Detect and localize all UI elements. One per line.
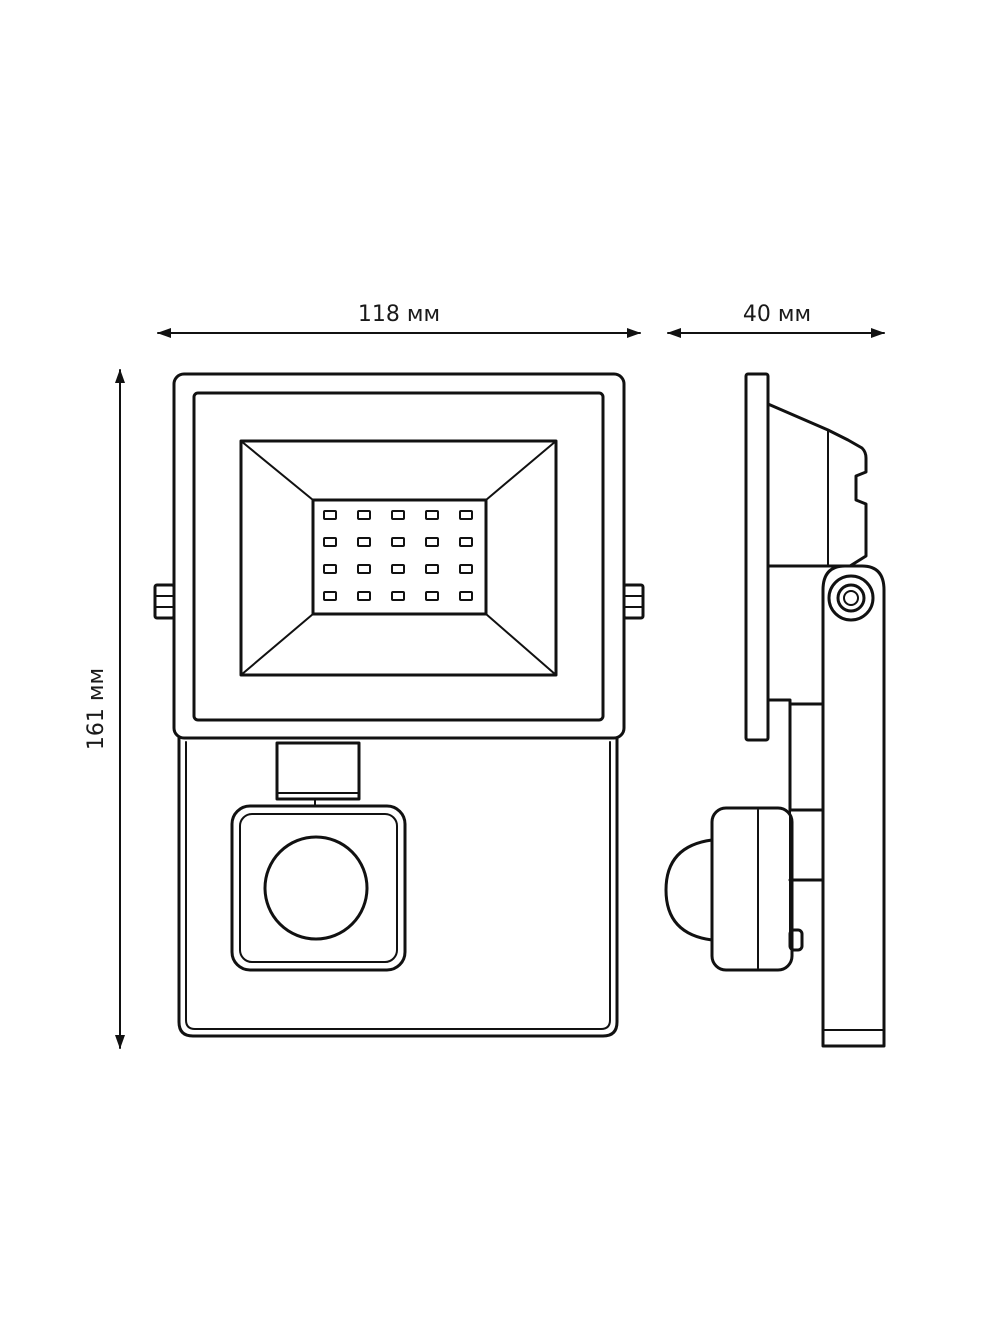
led-chip	[323, 591, 337, 601]
side-sensor-arm	[788, 702, 825, 882]
led-chip	[391, 591, 405, 601]
motion-sensor-lens	[263, 835, 369, 941]
led-chip	[357, 537, 371, 547]
led-chip	[323, 510, 337, 520]
housing-frame	[172, 372, 626, 740]
side-sensor-housing	[710, 806, 794, 972]
led-chip	[425, 591, 439, 601]
led-chip	[323, 564, 337, 574]
led-chip	[391, 537, 405, 547]
sensor-stem	[275, 741, 361, 801]
mounting-bracket	[177, 736, 619, 1038]
depth-dimension-label: 40 мм	[743, 302, 811, 327]
led-board	[311, 498, 488, 616]
led-chip	[425, 537, 439, 547]
width-dimension: 118 мм	[157, 302, 641, 338]
side-sensor-dome	[664, 838, 714, 942]
reflector-bevel	[240, 440, 557, 676]
led-chip	[425, 510, 439, 520]
width-dimension-label: 118 мм	[358, 302, 440, 327]
motion-sensor-inner	[239, 813, 398, 963]
led-chip	[323, 537, 337, 547]
led-chip	[391, 564, 405, 574]
side-bracket-arm	[821, 564, 886, 1048]
led-chip	[425, 564, 439, 574]
led-chip	[357, 591, 371, 601]
led-chip	[459, 564, 473, 574]
height-dimension: 161 мм	[84, 369, 125, 1049]
side-sensor-knob	[788, 928, 804, 952]
led-chip	[459, 537, 473, 547]
led-chip	[357, 564, 371, 574]
depth-dimension: 40 мм	[667, 302, 885, 338]
lens-window	[239, 439, 558, 677]
bracket-inner-edge	[185, 741, 611, 1030]
led-chip	[459, 591, 473, 601]
side-heatsink-body	[766, 402, 868, 568]
led-chip	[357, 510, 371, 520]
right-mount-nut	[622, 583, 645, 620]
front-view	[153, 372, 645, 1038]
led-grid	[323, 510, 473, 601]
led-chip	[391, 510, 405, 520]
front-bezel	[192, 391, 605, 722]
left-mount-nut	[153, 583, 176, 620]
led-chip	[459, 510, 473, 520]
side-front-plate	[744, 372, 770, 742]
side-housing-lower	[766, 564, 825, 706]
pivot-bolt	[827, 574, 875, 622]
height-dimension-label: 161 мм	[84, 668, 109, 750]
motion-sensor-housing	[230, 804, 407, 972]
side-view	[664, 372, 886, 1048]
